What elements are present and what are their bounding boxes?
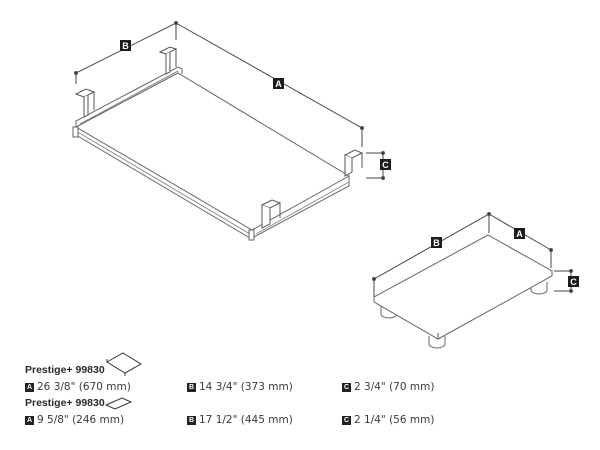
keyboard-tray-thumbnail-icon	[106, 352, 142, 376]
spec-2-dimension-a: A 9 5/8" (246 mm)	[25, 414, 124, 426]
spec-value: 9 5/8" (246 mm)	[37, 414, 125, 426]
svg-text:A: A	[516, 229, 523, 239]
svg-text:C: C	[570, 277, 577, 287]
label-c-badge: C	[342, 382, 351, 392]
keyboard-tray-drawing	[72, 21, 385, 241]
svg-text:B: B	[433, 238, 440, 248]
keyboard-tray-badge-b: B	[120, 40, 131, 51]
label-a-badge: A	[25, 415, 34, 425]
monitor-stand-badge-b: B	[431, 237, 442, 248]
label-b-badge: B	[187, 382, 196, 392]
spec-value: 26 3/8" (670 mm)	[37, 381, 131, 393]
monitor-stand-thumbnail-icon	[104, 397, 133, 410]
spec-1-dimension-c: C 2 3/4" (70 mm)	[342, 381, 434, 393]
monitor-stand-drawing	[372, 212, 573, 349]
svg-text:A: A	[275, 79, 282, 89]
product-title-monitor-stand: Prestige+ 99830	[25, 397, 105, 409]
spec-1-dimension-a: A 26 3/8" (670 mm)	[25, 381, 131, 393]
keyboard-tray-badge-a: A	[273, 78, 284, 89]
label-c-badge: C	[342, 415, 351, 425]
spec-value: 17 1/2" (445 mm)	[199, 414, 293, 426]
svg-text:B: B	[122, 41, 129, 51]
svg-text:C: C	[382, 160, 389, 170]
keyboard-tray-badge-c: C	[380, 159, 391, 170]
spec-value: 2 1/4" (56 mm)	[354, 414, 435, 426]
monitor-stand-badge-a: A	[514, 228, 525, 239]
spec-2-dimension-c: C 2 1/4" (56 mm)	[342, 414, 434, 426]
spec-value: 14 3/4" (373 mm)	[199, 381, 293, 393]
monitor-stand-badge-c: C	[568, 276, 579, 287]
spec-1-dimension-b: B 14 3/4" (373 mm)	[187, 381, 293, 393]
spec-value: 2 3/4" (70 mm)	[354, 381, 435, 393]
label-b-badge: B	[187, 415, 196, 425]
product-title-keyboard-tray: Prestige+ 99830	[25, 364, 105, 376]
spec-2-dimension-b: B 17 1/2" (445 mm)	[187, 414, 293, 426]
label-a-badge: A	[25, 382, 34, 392]
